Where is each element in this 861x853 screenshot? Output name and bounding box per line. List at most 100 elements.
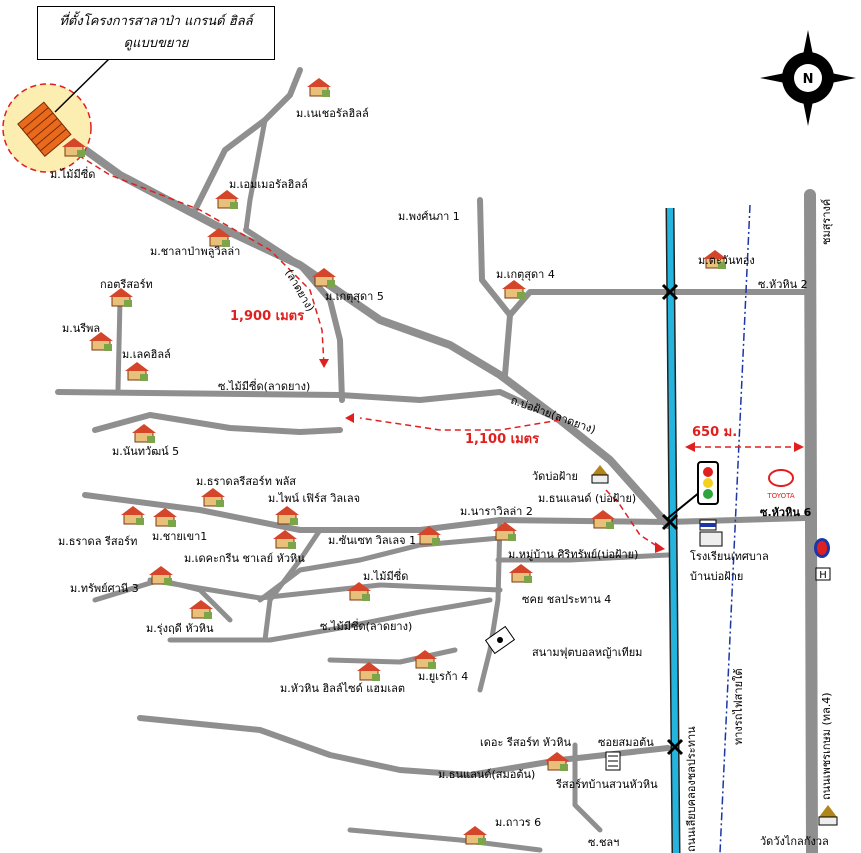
- house-icon: [153, 508, 177, 527]
- road-hillside: [327, 647, 458, 665]
- label-lake-hill: ม.เลคฮิลล์: [122, 348, 171, 361]
- label-school2: บ้านบ่อฝ้าย: [690, 570, 743, 583]
- map-title-box: ที่ตั้งโครงการสาลาป่า แกรนด์ ฮิลล์ ดูแบบ…: [37, 6, 275, 60]
- svg-text:TOYOTA: TOYOTA: [766, 492, 795, 500]
- road-sirisap-spur: [495, 552, 671, 563]
- honda-logo-icon: H: [815, 567, 831, 581]
- road-loop-vertical: [262, 527, 323, 643]
- label-soi-chon: ซ.ชลฯ: [588, 836, 619, 849]
- label-eureka4: ม.ยูเรก้า 4: [418, 670, 468, 683]
- compass-label: N: [803, 72, 814, 87]
- house-icon: [201, 488, 225, 507]
- house-icon: [413, 650, 437, 669]
- label-thanaland-bophai: ม.ธนแลนด์ (บ่อฝ้าย): [538, 492, 636, 505]
- road-main-diagonal: [26, 106, 672, 529]
- label-never-hill: ม.เนเชอรัลฮิลล์: [296, 107, 369, 120]
- label-railway: ทางรถไฟสายใต้: [732, 668, 745, 745]
- house-icon: [89, 332, 113, 351]
- school-flag-icon: [699, 519, 723, 547]
- label-huahin-hillside: ม.หัวหิน ฮิลล์ไซด์ แฮมเลต: [280, 682, 405, 695]
- roads: [26, 67, 818, 853]
- label-wat-wangklaikangwon: วัดวังไกลกังวล: [760, 835, 829, 848]
- road-mai-mi-seed-lower: [147, 577, 503, 601]
- north-compass-icon: N: [760, 30, 856, 126]
- house-icon: [109, 288, 133, 307]
- road-ladyang-vertical: [243, 227, 345, 403]
- canal: [665, 207, 681, 853]
- label-daradret-plus: ม.ธราดลรีสอร์ท พลัส: [196, 475, 296, 488]
- label-mai-mi-seed-village: ม.ไม้มีซี่ด: [50, 166, 95, 181]
- house-icon: [275, 506, 299, 525]
- house-icon: [493, 522, 517, 541]
- label-muban-sirisap: ม.หมู่บ้าน ศิริทรัพย์(บ่อฝ้าย): [508, 548, 638, 561]
- railway-line: [719, 204, 751, 853]
- road-resort-spur: [115, 297, 123, 393]
- label-soi-maimiseed-1: ซ.ไม้มีซี่ด(ลาดยาง): [218, 378, 310, 393]
- label-dekhagreen: ม.เดคะกรีน ชาเลย์ หัวหิน: [184, 552, 305, 565]
- label-daradon-resort: ม.ธราดล รีสอร์ท: [58, 535, 137, 548]
- house-icon: [591, 510, 615, 529]
- house-icon: [125, 362, 149, 381]
- road-soi-huahin2: [507, 289, 808, 318]
- label-chonprathan: ซคย ชลประทาน 4: [522, 593, 611, 606]
- house-icon: [307, 78, 331, 97]
- house-icon: [149, 566, 173, 585]
- svg-text:H: H: [819, 570, 827, 581]
- house-icon: [545, 752, 569, 771]
- label-sunset-village: ม.ซันเซท วิลเลจ 1: [328, 534, 416, 547]
- ptt-station-icon: [814, 538, 830, 558]
- label-narawila2: ม.นาราวิลล่า 2: [460, 505, 533, 518]
- label-pine-first: ม.ไพน์ เฟิร์ส วิลเลจ: [268, 492, 360, 505]
- label-kettsuda5: ม.เกตุสุดา 5: [325, 290, 384, 303]
- intersection-x-somortan: [666, 738, 684, 756]
- house-icon: [312, 268, 336, 287]
- road-soi-lower-ladyang: [167, 597, 493, 643]
- label-khlong: ถนนเลียบคลองชลประทาน: [685, 726, 698, 852]
- label-sala-pa: ม.ชาลาป่าพลูวิลล่า: [150, 245, 240, 258]
- house-icon: [121, 506, 145, 525]
- label-wat-bophai: วัดบ่อฝ้าย: [532, 470, 578, 483]
- house-icon: [273, 530, 297, 549]
- label-tho-bophai: ถ.บ่อฝ้าย(ลาดยาง): [509, 394, 598, 437]
- house-icon: [417, 526, 441, 545]
- road-phetkasem: [804, 189, 818, 853]
- intersection-x-huahin6: [661, 513, 679, 531]
- traffic-light-icon: [667, 461, 719, 519]
- map-subtitle: ดูแบบขยาย: [123, 36, 189, 51]
- label-nareepol: ม.นรีพล: [62, 322, 100, 335]
- football-field-icon: [484, 625, 516, 655]
- label-the-resort: เดอะ รีสอร์ท หัวหิน: [480, 736, 571, 749]
- road-lower-loop: [92, 412, 343, 435]
- house-icon: [509, 564, 533, 583]
- house-icon: [463, 826, 487, 845]
- label-kettsuda4: ม.เกตุสุดา 4: [496, 268, 555, 281]
- road-lower-west: [92, 577, 233, 623]
- road-chonprathan: [477, 517, 503, 693]
- route-line: [69, 149, 800, 549]
- label-golf-resort: กอตรีสอร์ท: [100, 278, 153, 291]
- label-rungrudee: ม.รุ่งฤดี หัวหิน: [146, 622, 214, 635]
- label-soi-huahin2: ซ.หัวหิน 2: [758, 278, 808, 291]
- map-title: ที่ตั้งโครงการสาลาป่า แกรนด์ ฮิลล์: [59, 14, 253, 29]
- toyota-logo-icon: TOYOTA: [766, 469, 795, 500]
- road-soi-huahin6-west: [82, 492, 671, 533]
- road-bottom-branch: [347, 827, 543, 853]
- house-icon: [189, 600, 213, 619]
- house-icon: [215, 190, 239, 209]
- label-chaikhao1: ม.ชายเขา1: [152, 530, 207, 543]
- house-icon: [132, 424, 156, 443]
- intersection-x-huahin2: [661, 283, 679, 301]
- label-soi-huahin6: ซ.หัวหิน 6: [760, 506, 812, 519]
- building-icon: [605, 751, 621, 771]
- label-thanaland-somortan: ม.ธนแลนด์(สมอต้น): [438, 768, 535, 781]
- label-nanthawat5: ม.นันทวัฒน์ 5: [112, 445, 179, 458]
- temple-icon: [591, 465, 609, 484]
- distance-labels: 1,900 เมตร 1,100 เมตร 650 ม.: [230, 309, 737, 447]
- label-football: สนามฟุตบอลหญ้าเทียม: [532, 646, 642, 659]
- road-soi-somortan: [572, 742, 603, 833]
- label-mai-mi-seed2: ม.ไม้มีซี่ด: [363, 568, 408, 583]
- label-school: โรงเรียนเทศบาล: [690, 549, 769, 563]
- road-soi-maimiseed: [55, 389, 563, 423]
- road-bottom-curve: [137, 715, 671, 778]
